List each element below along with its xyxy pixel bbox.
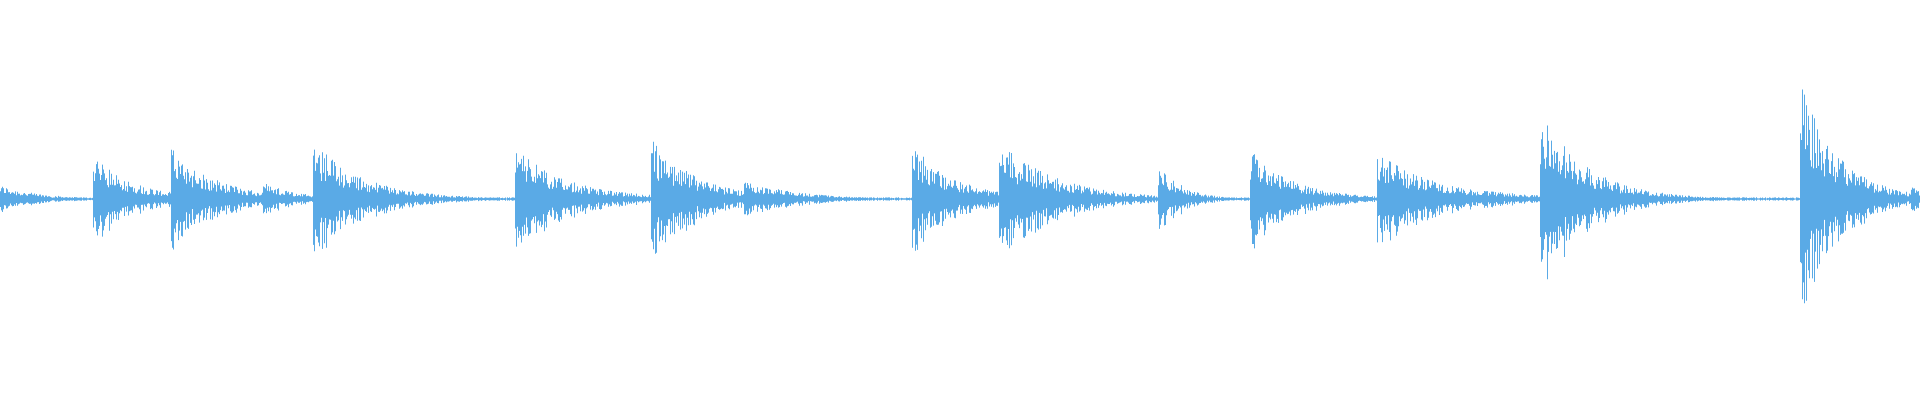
waveform-bars bbox=[0, 89, 1920, 304]
waveform-envelope bbox=[0, 89, 1920, 304]
